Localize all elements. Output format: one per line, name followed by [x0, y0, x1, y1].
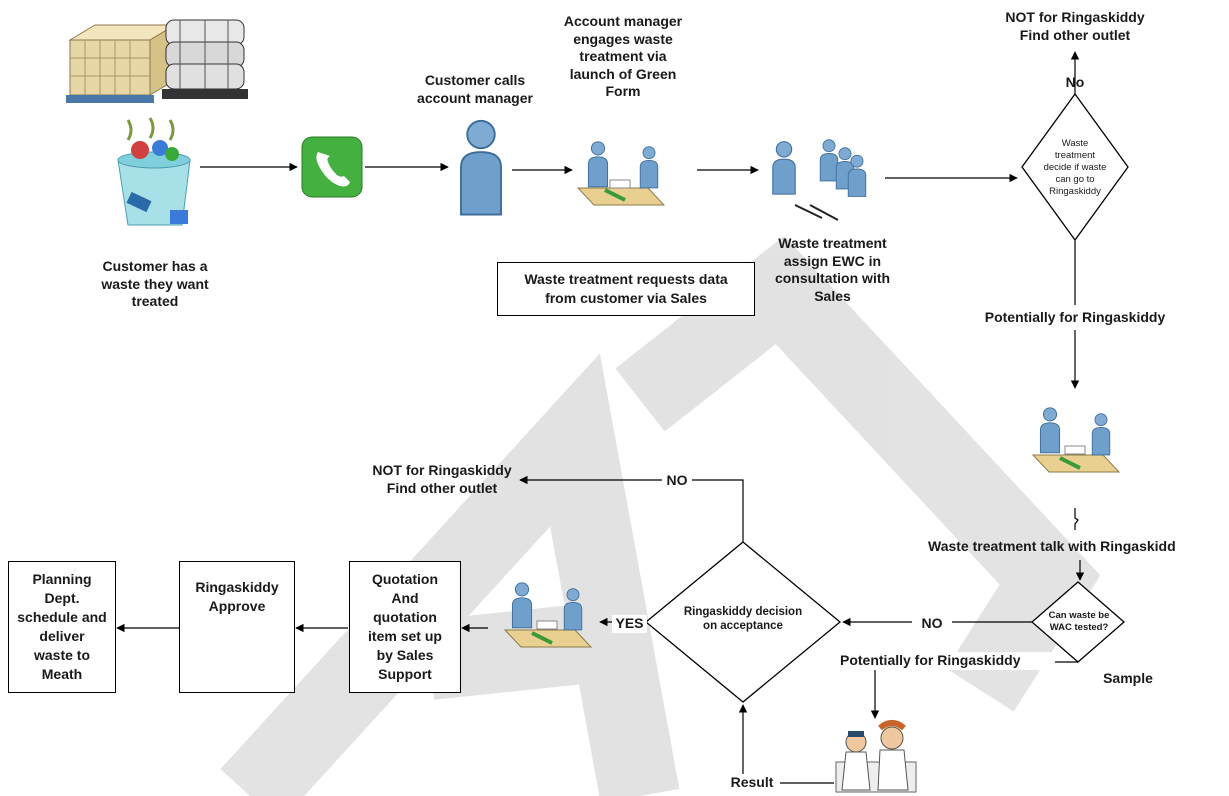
arrow-result-decision [738, 704, 834, 784]
meeting-icon-3 [503, 582, 593, 648]
phone-icon [301, 136, 363, 198]
meeting-icon [576, 141, 666, 206]
wac-diamond-text: Can waste be WAC tested? [1048, 610, 1110, 633]
person-icon [460, 119, 502, 216]
customer-waste-label: Customer has a waste they want treated [101, 258, 209, 309]
sample-label: Sample [1103, 670, 1153, 686]
no-top-label: No [1065, 74, 1085, 90]
not-ringaskiddy-top-label: NOT for Ringaskiddy Find other outlet [1005, 9, 1145, 43]
decide-diamond-text: Waste treatment decide if waste can go t… [1043, 138, 1107, 197]
account-manager-label: Account manager engages waste treatment … [563, 13, 683, 99]
result-label: Result [724, 774, 780, 792]
arrow-decision-no [519, 475, 744, 542]
lab-scientists-icon [835, 720, 917, 793]
group-icon [772, 138, 867, 221]
line-meeting-talk [1074, 508, 1079, 530]
pallet-stack-icon [66, 24, 177, 103]
no-decision-label: NO [662, 472, 692, 490]
waste-bin-icon [117, 117, 191, 226]
talk-ringaskidd-label: Waste treatment talk with Ringaskidd [928, 538, 1176, 554]
decision-diamond [644, 541, 842, 703]
quotation-box: Quotation And quotation item set up by S… [349, 561, 461, 693]
not-ringaskiddy-left-label: NOT for Ringaskiddy Find other outlet [372, 462, 512, 496]
sack-pallet-icon [162, 19, 248, 99]
requests-data-box: Waste treatment requests data from custo… [497, 262, 755, 316]
yes-label: YES [612, 615, 647, 633]
potentially-top-label: Potentially for Ringaskiddy [984, 309, 1166, 325]
meeting-icon-2 [1031, 407, 1121, 473]
planning-box: Planning Dept. schedule and deliver wast… [8, 561, 116, 693]
assign-ewc-label: Waste treatment assign EWC in consultati… [774, 235, 891, 304]
customer-calls-label: Customer calls account manager [417, 72, 533, 106]
potentially-bottom-label: Potentially for Ringaskiddy [840, 652, 1055, 670]
approve-box: Ringaskiddy Approve [179, 561, 295, 693]
decision-diamond-text: Ringaskiddy decision on acceptance [683, 606, 803, 633]
no-wac-label: NO [912, 615, 952, 633]
